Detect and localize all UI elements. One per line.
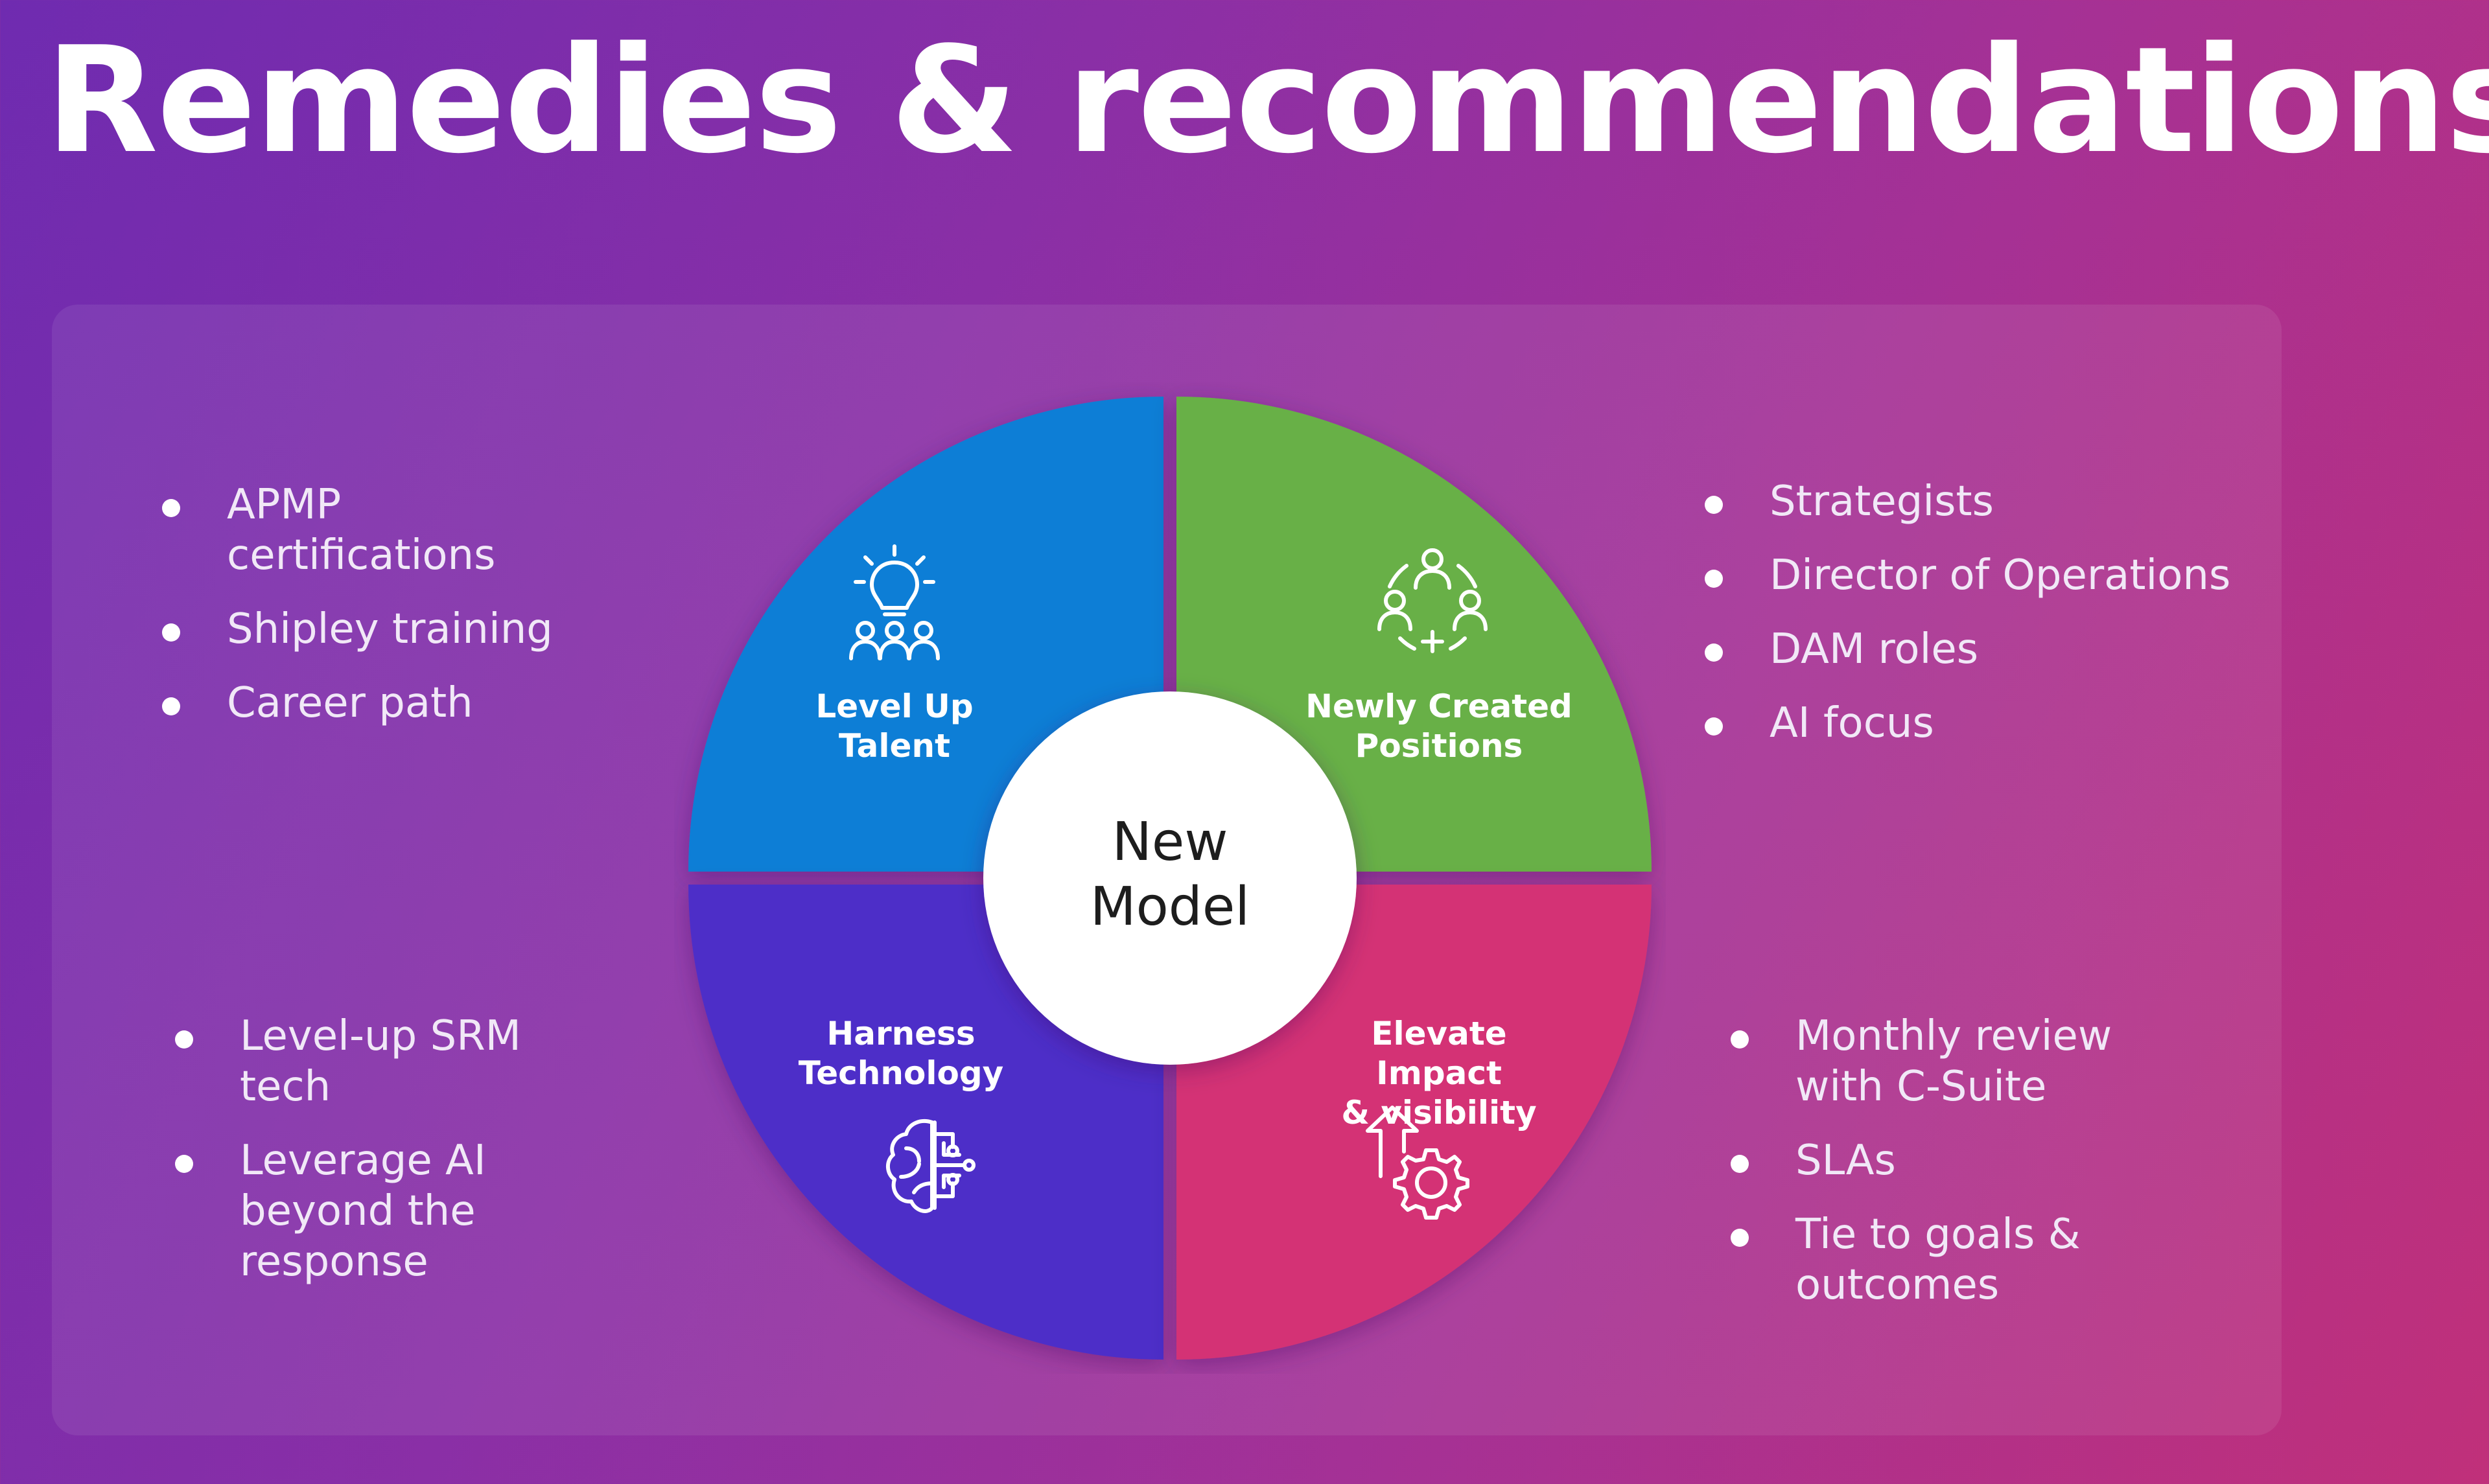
- label-level-up-talent: Level Up Talent: [815, 688, 974, 765]
- center-circle: [983, 691, 1357, 1065]
- technology-bullet-list: Level-up SRM tech Leverage AI beyond the…: [175, 1011, 577, 1310]
- brain-circuit-icon: [886, 1119, 976, 1213]
- list-item: Tie to goals & outcomes: [1731, 1209, 2197, 1310]
- arrow-gear-icon: [1366, 1106, 1469, 1220]
- lightbulb-team-icon: [849, 544, 940, 660]
- list-item: Level-up SRM tech: [175, 1011, 577, 1112]
- page-title: Remedies & recommendations: [45, 16, 2489, 186]
- list-item: Leverage AI beyond the response: [175, 1135, 577, 1287]
- list-item: SLAs: [1731, 1135, 2197, 1186]
- list-item: Strategists: [1705, 476, 2288, 527]
- list-item: DAM roles: [1705, 624, 2288, 675]
- list-item: Shipley training: [162, 604, 616, 655]
- list-item: Director of Operations: [1705, 550, 2288, 601]
- positions-bullet-list: Strategists Director of Operations DAM r…: [1705, 476, 2288, 772]
- label-elevate-impact: Elevate Impact & visibility: [1341, 1015, 1537, 1131]
- impact-bullet-list: Monthly review with C-Suite SLAs Tie to …: [1731, 1011, 2197, 1334]
- list-item: AI focus: [1705, 698, 2288, 748]
- new-model-diagram: Level Up Talent Newly Created Positions …: [674, 382, 1666, 1374]
- team-circle-icon: [1377, 548, 1488, 653]
- list-item: Monthly review with C-Suite: [1731, 1011, 2197, 1112]
- list-item: Career path: [162, 678, 616, 728]
- list-item: APMP certifications: [162, 480, 616, 581]
- talent-bullet-list: APMP certifications Shipley training Car…: [162, 480, 616, 752]
- label-newly-created-positions: Newly Created Positions: [1305, 688, 1572, 765]
- center-label-new-model: New Model: [1090, 811, 1250, 938]
- label-harness-technology: Harness Technology: [798, 1015, 1004, 1092]
- quadrant-circle: [688, 397, 1652, 1360]
